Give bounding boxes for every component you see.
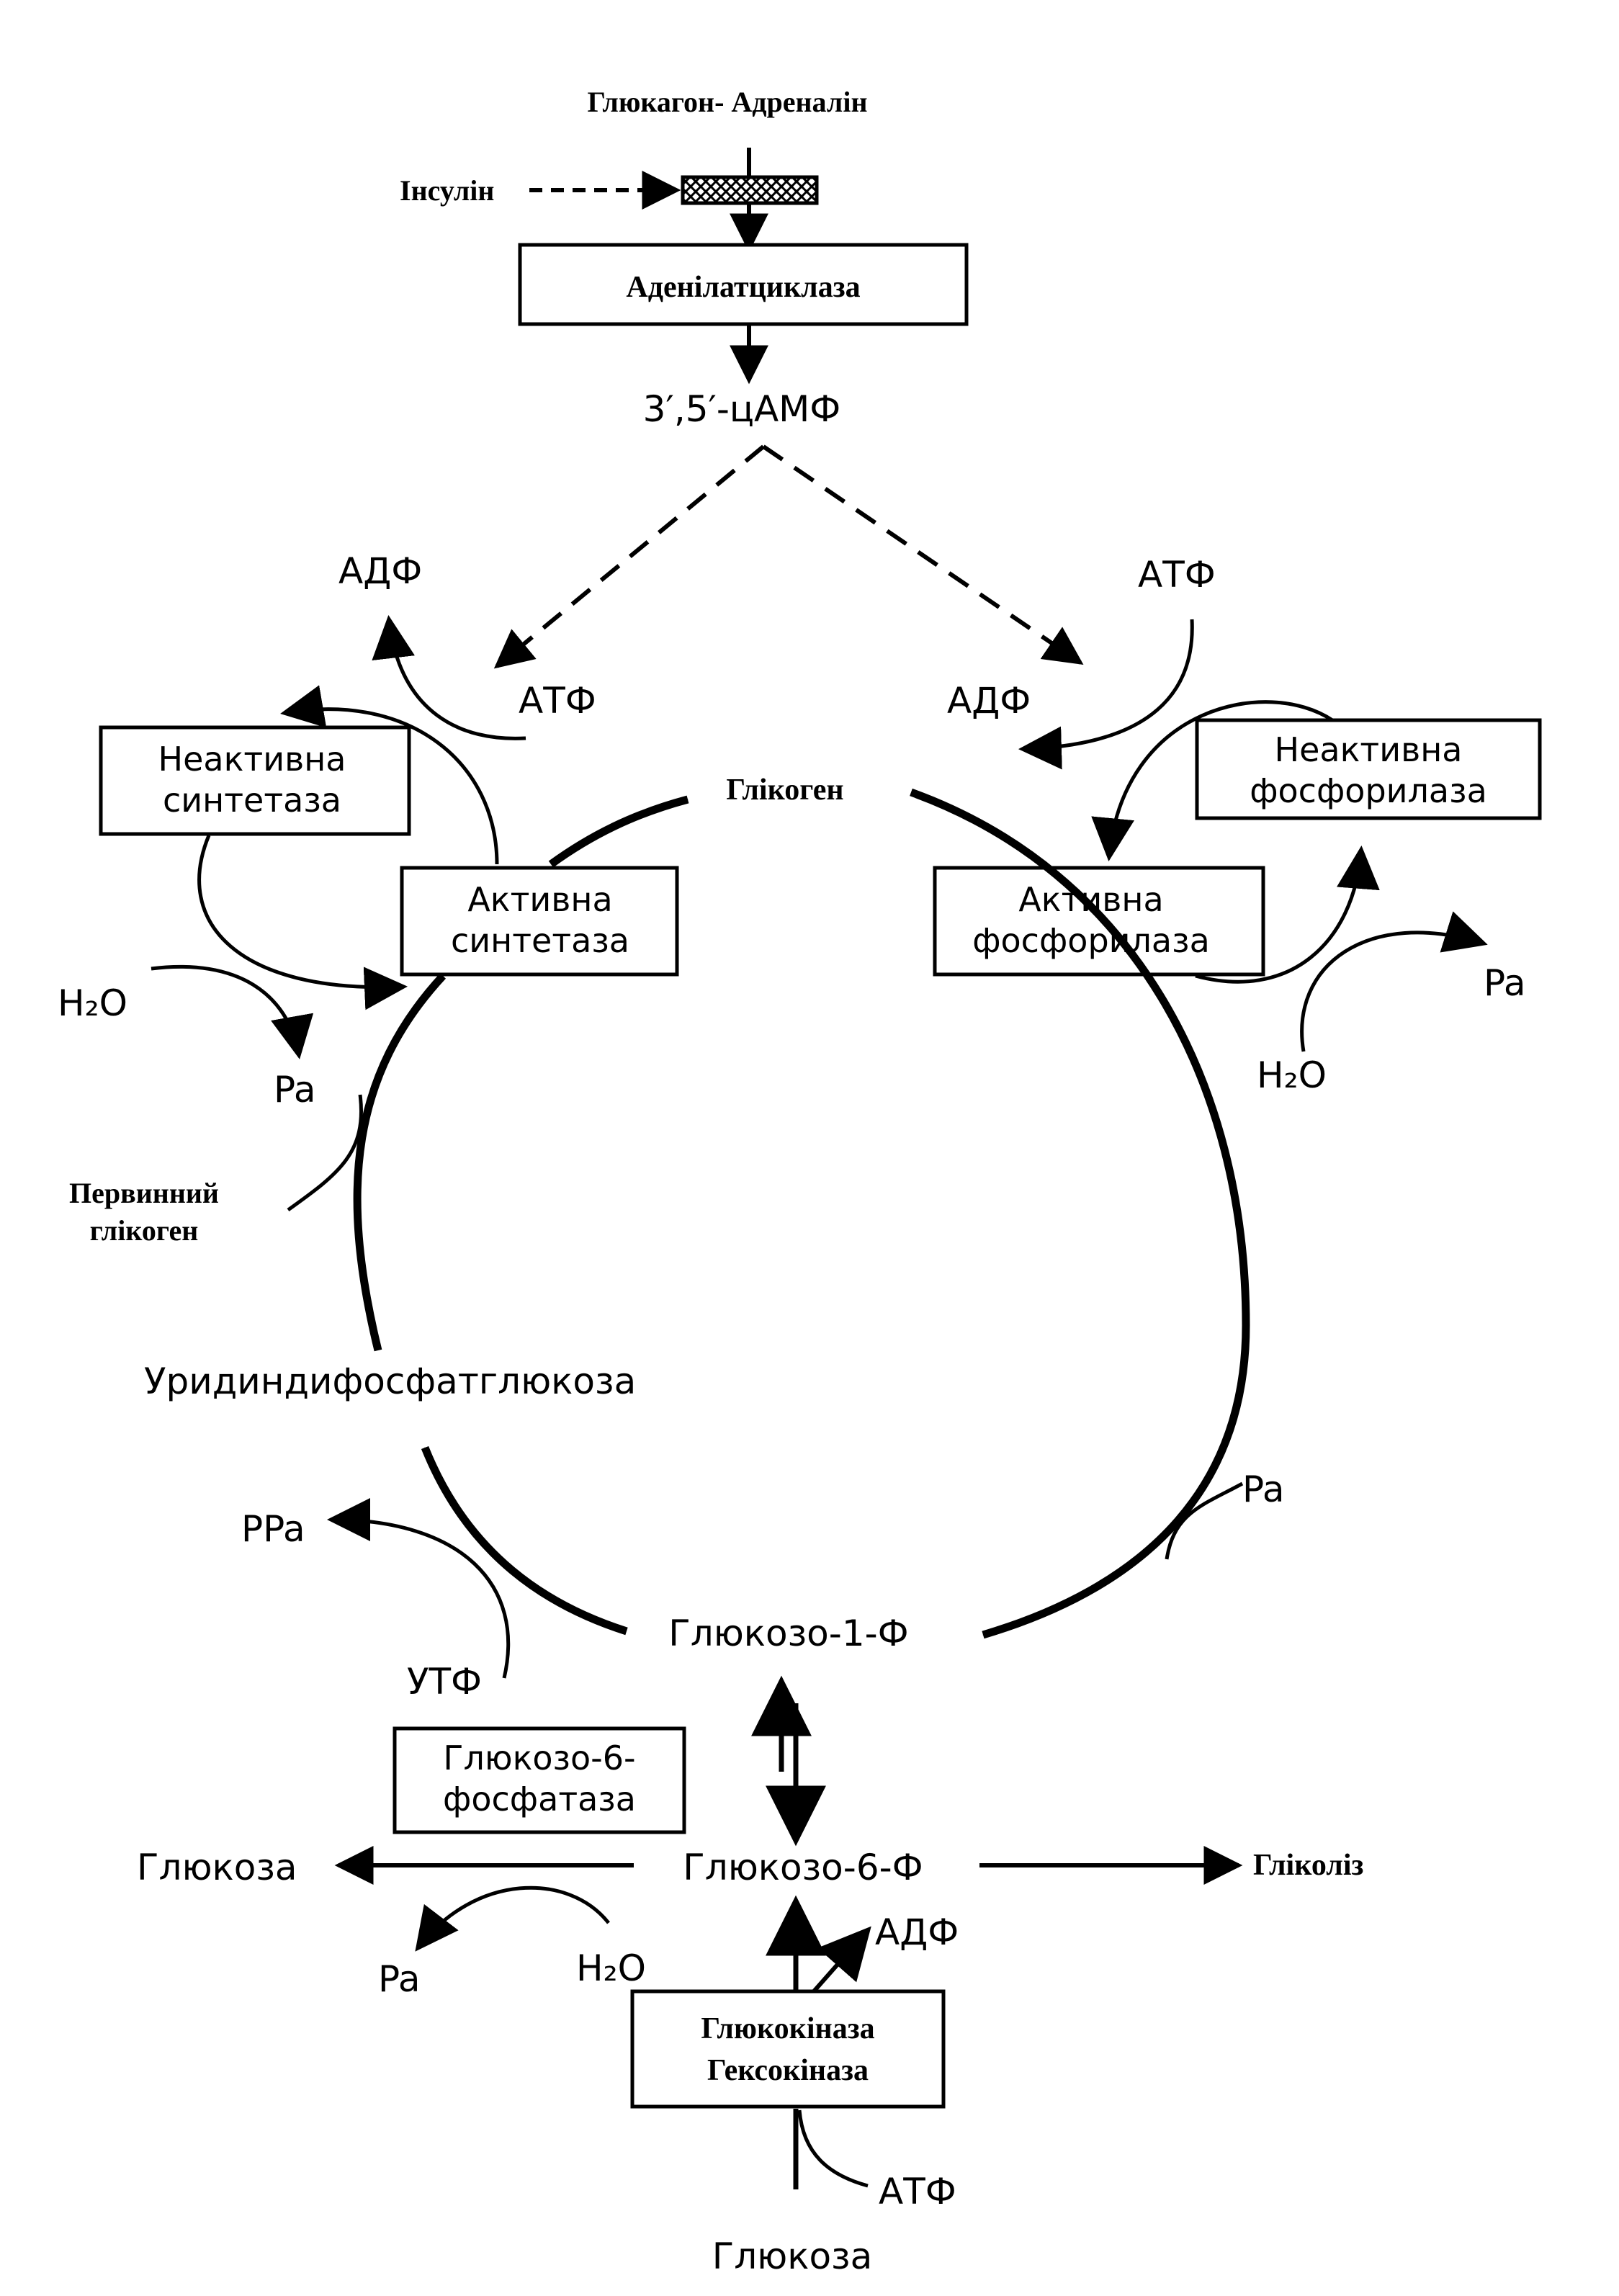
synthetase-inactivation-curve (280, 685, 499, 865)
utp-label: УТФ (407, 1661, 482, 1703)
insulin-label: Інсулін (400, 174, 494, 207)
pa-cycle-label: Pa (1242, 1468, 1285, 1510)
h2o-right-label: H₂O (1257, 1054, 1327, 1096)
camp-label: 3′,5′-цАМФ (643, 388, 841, 430)
active-synthetase-line2: синтетаза (451, 921, 629, 960)
adp-bottom-label: АДФ (875, 1911, 959, 1953)
adp-left-label: АДФ (338, 550, 422, 592)
inactive-phosphorylase-line2: фосфорилаза (1250, 771, 1487, 810)
inactive-synthetase-line2: синтетаза (163, 781, 341, 820)
atp-right-label: АТФ (1138, 554, 1216, 596)
glucose1p-label: Глюкозо-1-Ф (668, 1613, 908, 1654)
glycolysis-label: Гліколіз (1253, 1849, 1363, 1882)
udp-glucose-label: Уридиндифосфатглюкоза (144, 1360, 636, 1402)
pa-bottom-label: Pa (378, 1958, 421, 2000)
atp-left-label: АТФ (519, 680, 596, 722)
glucokinase-line2: Гексокіназа (707, 2054, 869, 2087)
kinase-adp-arrow (812, 1926, 871, 1993)
h2o-bottom-label: H₂O (576, 1947, 646, 1989)
glucose6phosphatase-box (393, 1726, 686, 1834)
camp-to-phosphorylase-arrow (762, 444, 1084, 665)
h2o-pa-right-curve (1300, 911, 1488, 1052)
glucokinase-line1: Глюкокіназа (701, 2012, 874, 2045)
adenylate-cyclase-box (518, 243, 969, 326)
synthetase-activation-curve (197, 835, 408, 1010)
adenylate-cyclase-label: Аденілатциклаза (626, 271, 860, 304)
primary-glycogen-curve (287, 1094, 363, 1212)
pa-left-label: Pa (274, 1069, 316, 1111)
glucose6p-label: Глюкозо-6-Ф (683, 1847, 923, 1888)
inactive-synthetase-line1: Неактивна (158, 740, 346, 779)
phosphorylase-activation-curve (1091, 700, 1334, 861)
atp-adp-left-curve (372, 615, 526, 740)
inactive-phosphorylase-box (1195, 718, 1542, 820)
glucagon-adrenaline-label: Глюкагон- Адреналін (587, 86, 867, 118)
primary-glycogen-line1: Первинний (69, 1177, 219, 1209)
pa-right-label: Pa (1484, 962, 1526, 1004)
phosphorylase-inactivation-curve (1195, 846, 1380, 984)
active-phosphorylase-box (933, 866, 1265, 977)
udpg-to-glycogen-arc (353, 973, 447, 1352)
synthetase-to-glycogen-arrow (548, 795, 689, 868)
primary-glycogen-line2: глікоген (90, 1214, 199, 1247)
ppa-label: PPa (241, 1508, 305, 1550)
atp-bottom-curve (797, 2109, 869, 2188)
glycogen-to-g1p-arc (910, 788, 1250, 1639)
camp-to-synthetase-arrow (493, 444, 765, 669)
glucose-in-label: Глюкоза (712, 2236, 873, 2277)
h2o-pa-left-curve (151, 964, 314, 1059)
inactive-phosphorylase-line1: Неактивна (1275, 730, 1463, 769)
h2o-pa-bottom-curve (415, 1885, 610, 1952)
g1p-to-udpg-arc (421, 1445, 628, 1636)
active-phosphorylase-line2: фосфорилаза (972, 921, 1210, 960)
glucose6phosphatase-line2: фосфатаза (443, 1780, 636, 1819)
glucokinase-box (630, 1989, 946, 2109)
h2o-left-label: H₂O (58, 982, 127, 1024)
active-phosphorylase-line1: Активна (1018, 880, 1163, 919)
utp-ppa-curve (327, 1498, 511, 1679)
inactive-synthetase-box (99, 725, 411, 836)
adp-right-label: АДФ (947, 680, 1031, 722)
atp-bottom-label: АТФ (879, 2171, 956, 2212)
active-synthetase-line1: Активна (467, 880, 612, 919)
receptor-block (681, 175, 819, 205)
atp-adp-right-curve (1018, 619, 1194, 770)
glucose-out-label: Глюкоза (137, 1847, 297, 1888)
glycogen-label: Глікоген (726, 773, 843, 807)
glucose6phosphatase-line1: Глюкозо-6- (443, 1739, 635, 1777)
active-synthetase-box (400, 866, 679, 977)
pa-cycle-curve (1165, 1481, 1244, 1560)
